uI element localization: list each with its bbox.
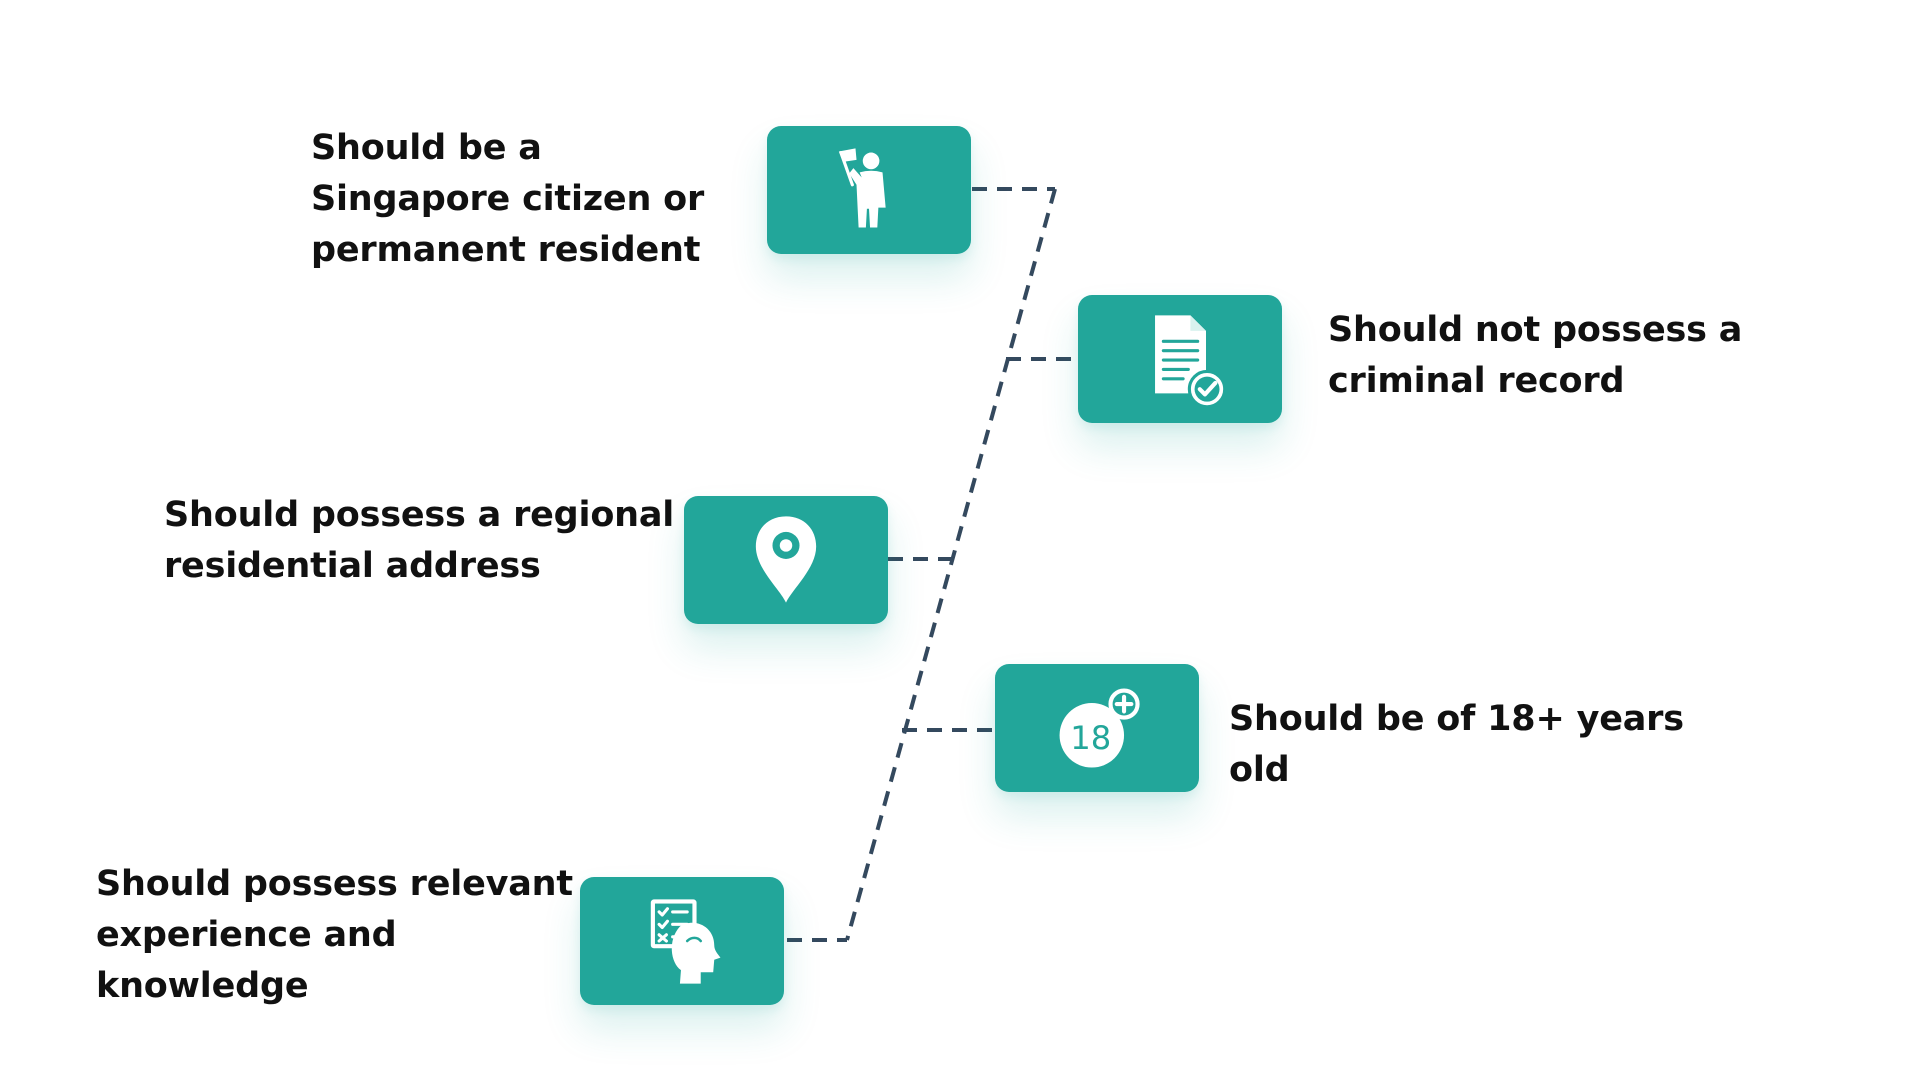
person-holding-flag-icon (838, 148, 886, 228)
requirement-residential-address-card (684, 496, 888, 624)
requirement-age-card: 18 (995, 664, 1199, 792)
requirement-criminal-record-card (1078, 295, 1282, 423)
requirement-residential-address-label: Should possess a regional residential ad… (164, 495, 675, 586)
requirement-citizenship-label: Should be a Singapore citizen or permane… (311, 128, 705, 270)
requirement-experience-card (580, 877, 784, 1005)
location-pin-icon (755, 516, 817, 603)
requirement-citizenship-card (767, 126, 971, 254)
requirement-criminal-record-label: Should not possess a criminal record (1328, 310, 1743, 401)
age-18-text: 18 (1070, 719, 1111, 757)
age-18-plus-icon: 18 (1059, 688, 1140, 768)
requirement-age-label: Should be of 18+ years old (1229, 699, 1684, 790)
requirement-experience-label: Should possess relevant experience and k… (96, 864, 573, 1006)
document-check-icon (1155, 315, 1227, 409)
checklist-head-icon (650, 899, 721, 984)
